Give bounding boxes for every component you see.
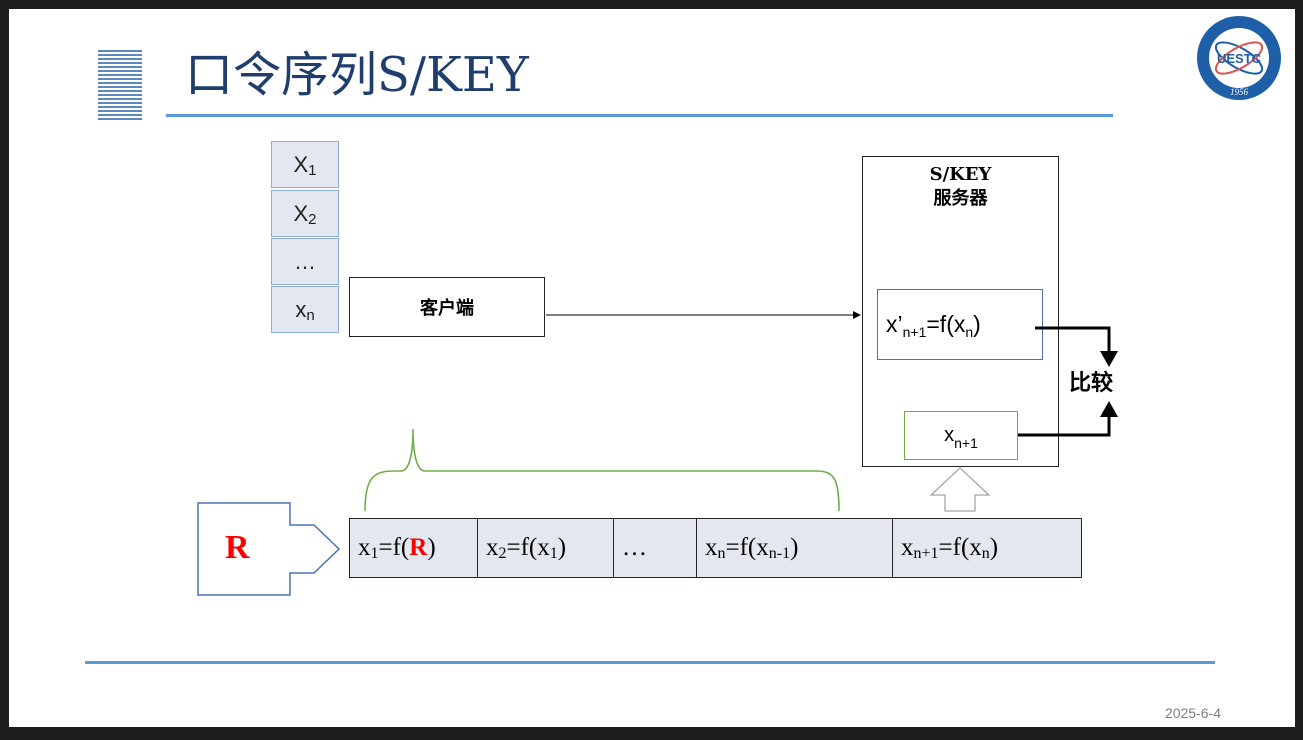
chain-cell-ellipsis: … bbox=[614, 519, 697, 577]
footer-rule bbox=[85, 661, 1215, 664]
university-logo: UESTC 1956 bbox=[1196, 15, 1282, 101]
server-title: S/KEY 服务器 bbox=[929, 164, 992, 209]
logo-text: UESTC bbox=[1217, 51, 1262, 66]
computed-to-compare-line bbox=[1035, 326, 1111, 355]
logo-emblem-icon: UESTC 1956 bbox=[1197, 16, 1281, 100]
diagram-connectors bbox=[197, 311, 1118, 596]
seed-arrow-shape bbox=[197, 502, 341, 596]
compare-label: 比较 bbox=[1069, 371, 1114, 396]
sequence-brace bbox=[364, 428, 840, 512]
footer-date: 2025-6-4 bbox=[1164, 705, 1221, 721]
stored-to-compare-line bbox=[1018, 413, 1111, 437]
title-underline bbox=[166, 114, 1113, 117]
sequence-item-ellipsis: … bbox=[271, 238, 339, 285]
seed-label: R bbox=[225, 529, 250, 566]
compare-arrow-up-icon bbox=[1100, 401, 1118, 417]
title-decoration bbox=[98, 50, 142, 120]
compare-arrow-down-icon bbox=[1100, 351, 1118, 367]
client-box: 客户端 bbox=[349, 277, 545, 337]
client-label: 客户端 bbox=[420, 298, 474, 319]
page-title: 口令序列S/KEY bbox=[185, 47, 529, 103]
hollow-up-arrow-icon bbox=[929, 467, 991, 512]
logo-year: 1956 bbox=[1230, 87, 1249, 97]
